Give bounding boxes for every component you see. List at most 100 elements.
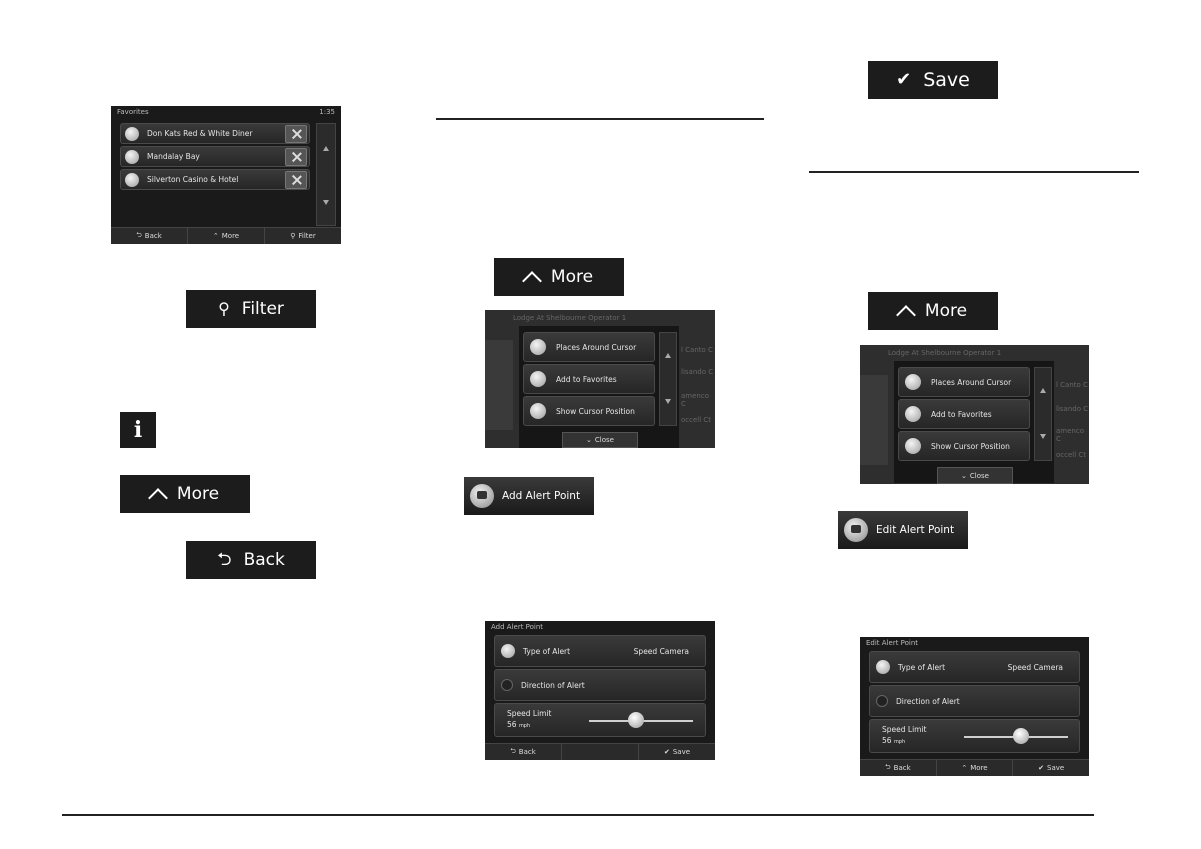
section-divider [809,171,1139,173]
back-button[interactable]: ⮌ Back [186,541,316,579]
direction-of-alert-row[interactable]: Direction of Alert [869,685,1080,717]
save-button[interactable]: ✔Save [1038,764,1065,772]
footer-divider [62,814,1094,816]
chevron-up-icon: ⌃ [961,764,968,772]
more-button[interactable]: ⌃More [188,228,265,244]
speed-limit-value: 56 mph [507,720,531,729]
faded-street: amenco C [1056,427,1084,443]
favorite-item-label: Don Kats Red & White Diner [147,129,253,138]
faded-street: amenco C [681,392,709,408]
info-icon[interactable]: i [120,412,156,448]
type-of-alert-row[interactable]: Type of Alert Speed Camera [494,635,706,667]
chevron-up-icon [148,488,168,508]
map-menu-screen: Lodge At Shelbourne Operator 1 l Canto C… [860,345,1089,484]
scroll-up-icon[interactable] [323,146,329,151]
chevron-up-icon [896,305,916,325]
filter-button[interactable]: ⚲ Filter [186,290,316,328]
chevron-down-icon: ⌄ [586,436,592,444]
direction-of-alert-row[interactable]: Direction of Alert [494,669,706,701]
speed-camera-icon [501,644,515,658]
chevron-up-icon [522,271,542,291]
popup-menu: Places Around Cursor Add to Favorites Sh… [894,361,1054,483]
chevron-up-icon: ⌃ [212,232,219,240]
more-button[interactable]: ⌃More [937,760,1014,776]
more-button[interactable]: More [120,475,250,513]
places-around-cursor-item[interactable]: Places Around Cursor [523,332,655,362]
popup-menu: Places Around Cursor Add to Favorites Sh… [519,326,679,448]
pin-icon [905,374,921,390]
map-menu-screen: Lodge At Shelbourne Operator 1 l Canto C… [485,310,715,448]
type-of-alert-value: Speed Camera [633,646,689,656]
filter-button[interactable]: ⚲Filter [290,232,316,240]
save-button[interactable]: ✔ Save [868,61,998,99]
add-alert-point-button[interactable]: Add Alert Point [464,477,594,515]
more-button[interactable]: More [868,292,998,330]
edit-alert-point-screen: Edit Alert Point Type of Alert Speed Cam… [860,637,1089,776]
scrollbar[interactable] [659,332,677,426]
favorites-time: 1:35 [319,108,335,116]
cursor-position-icon [905,438,921,454]
scrollbar[interactable] [1034,367,1052,461]
direction-icon [501,679,513,691]
chevron-down-icon: ⌄ [961,471,967,480]
favorite-item[interactable]: Mandalay Bay [120,146,310,167]
back-button[interactable]: ⮌Back [860,760,937,776]
favorite-item[interactable]: Don Kats Red & White Diner [120,123,310,144]
speed-slider-knob[interactable] [1013,728,1030,744]
speed-camera-icon [876,660,890,674]
edit-alert-title: Edit Alert Point [866,639,919,647]
back-arrow-icon: ⮌ [217,549,232,570]
back-arrow-icon: ⮌ [885,762,891,771]
show-cursor-position-item[interactable]: Show Cursor Position [898,431,1030,461]
favorites-screen: Favorites 1:35 Don Kats Red & White Dine… [111,106,341,244]
scroll-down-icon[interactable] [1040,434,1046,439]
cursor-position-icon [530,403,546,419]
favorite-item-label: Mandalay Bay [147,152,200,161]
add-alert-point-screen: Add Alert Point Type of Alert Speed Came… [485,621,715,760]
save-button[interactable]: ✔Save [663,748,691,756]
favorites-star-icon [905,406,921,422]
scrollbar[interactable] [316,123,336,226]
favorites-star-icon [530,371,546,387]
faded-street: l Canto C [681,346,713,354]
add-to-favorites-item[interactable]: Add to Favorites [523,364,655,394]
edit-alert-point-button[interactable]: Edit Alert Point [838,511,968,549]
close-button[interactable]: ⌄Close [937,467,1013,484]
favorite-pin-icon [125,172,139,187]
scroll-down-icon[interactable] [665,399,671,404]
type-of-alert-value: Speed Camera [1007,662,1063,672]
favorite-item[interactable]: Silverton Casino & Hotel [120,169,310,190]
empty-slot [562,744,639,760]
add-alert-title: Add Alert Point [491,623,544,631]
delete-icon[interactable] [285,148,307,166]
checkmark-icon: ✔ [896,69,912,90]
delete-icon[interactable] [285,125,307,143]
speed-camera-edit-icon [844,518,868,542]
favorite-item-label: Silverton Casino & Hotel [147,175,239,184]
speed-limit-row[interactable]: Speed Limit 56 mph [869,719,1080,753]
pin-icon [530,339,546,355]
direction-icon [876,695,888,707]
scroll-up-icon[interactable] [1040,388,1046,393]
favorite-pin-icon [125,126,139,141]
type-of-alert-row[interactable]: Type of Alert Speed Camera [869,651,1080,683]
faded-header: Lodge At Shelbourne Operator 1 [513,314,627,322]
scroll-up-icon[interactable] [665,353,671,358]
faded-street: l Canto C [1056,381,1088,389]
speed-limit-row[interactable]: Speed Limit 56 mph [494,703,706,737]
more-button[interactable]: More [494,258,624,296]
show-cursor-position-item[interactable]: Show Cursor Position [523,396,655,426]
close-button[interactable]: ⌄Close [562,432,638,448]
delete-icon[interactable] [285,171,307,189]
back-arrow-icon: ⮌ [510,746,516,755]
places-around-cursor-item[interactable]: Places Around Cursor [898,367,1030,397]
scroll-down-icon[interactable] [323,200,329,205]
back-button[interactable]: ⮌Back [111,228,188,244]
faded-street: lisando C [1056,405,1089,413]
add-alert-bottom-bar: ⮌Back ✔Save [485,743,715,760]
add-to-favorites-item[interactable]: Add to Favorites [898,399,1030,429]
checkmark-icon: ✔ [663,748,670,756]
speed-slider-knob[interactable] [627,712,644,728]
faded-street: occell Ct [681,416,712,424]
back-button[interactable]: ⮌Back [485,744,562,760]
